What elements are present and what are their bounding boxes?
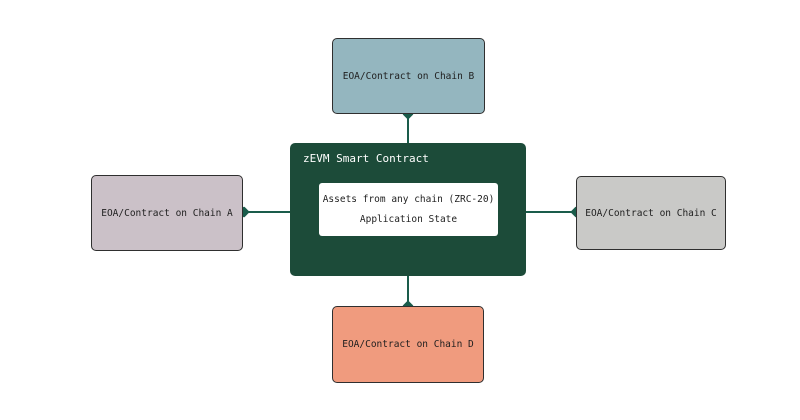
node-chain-b-label: EOA/Contract on Chain B bbox=[342, 70, 475, 82]
connector-chain-b-to-zevm bbox=[407, 114, 409, 143]
node-chain-d-label: EOA/Contract on Chain D bbox=[342, 339, 474, 350]
connector-chain-a-to-zevm bbox=[244, 211, 290, 213]
node-chain-c-label: EOA/Contract on Chain C bbox=[585, 207, 717, 219]
node-chain-d: EOA/Contract on Chain D bbox=[332, 306, 484, 383]
connector-zevm-to-chain-d bbox=[407, 276, 409, 306]
zevm-application-state-line: Application State bbox=[359, 214, 458, 225]
node-chain-a-label: EOA/Contract on Chain A bbox=[101, 207, 233, 219]
node-zevm-smart-contract: zEVM Smart Contract Assets from any chai… bbox=[290, 143, 526, 276]
node-chain-a: EOA/Contract on Chain A bbox=[91, 175, 243, 251]
zevm-node-title: zEVM Smart Contract bbox=[303, 152, 429, 165]
node-chain-b: EOA/Contract on Chain B bbox=[332, 38, 485, 114]
node-chain-c: EOA/Contract on Chain C bbox=[576, 176, 726, 250]
zevm-assets-line: Assets from any chain (ZRC-20) bbox=[322, 194, 495, 205]
zevm-state-card: Assets from any chain (ZRC-20) Applicati… bbox=[319, 183, 498, 236]
connector-zevm-to-chain-c bbox=[526, 211, 576, 213]
